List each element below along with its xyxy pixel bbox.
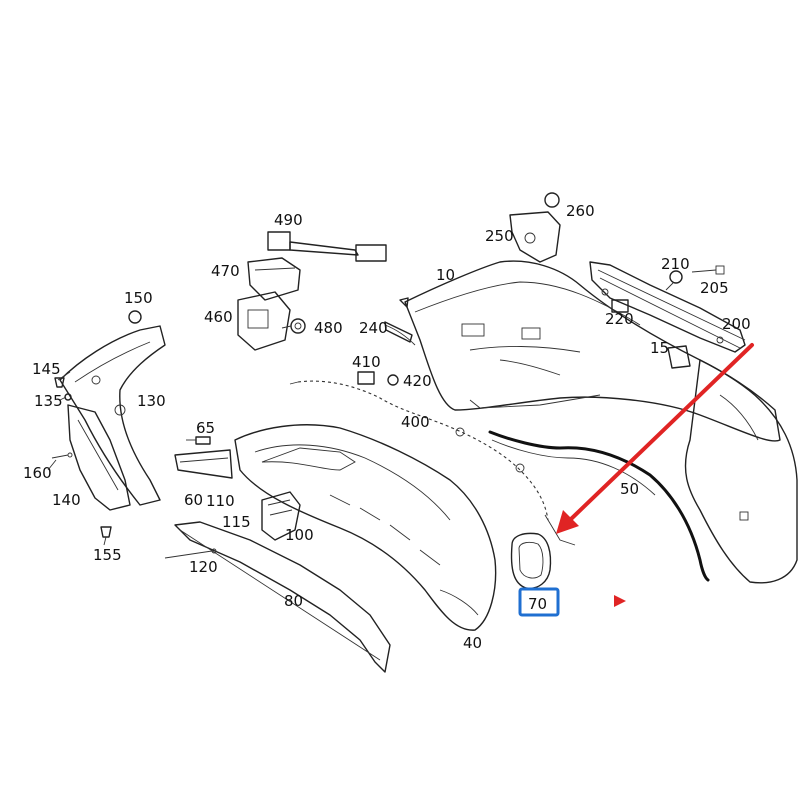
label-115: 115 — [222, 513, 251, 531]
label-220: 220 — [605, 310, 634, 328]
reflector-strip-part-240[interactable] — [384, 321, 413, 343]
side-bracket-part-130[interactable] — [59, 325, 166, 506]
screw-part-120[interactable] — [164, 548, 217, 559]
sensor-housing-part-460[interactable] — [237, 291, 291, 351]
label-65: 65 — [196, 419, 215, 437]
pointer-arrow — [556, 343, 754, 534]
label-10: 10 — [436, 266, 455, 284]
lower-trim-part-80[interactable] — [174, 521, 391, 673]
fastener-part-155[interactable] — [100, 526, 112, 538]
label-145: 145 — [32, 360, 61, 378]
label-155: 155 — [93, 546, 122, 564]
label-205: 205 — [700, 279, 729, 297]
screw-part-160[interactable] — [51, 452, 73, 459]
label-420: 420 — [403, 372, 432, 390]
clip-part-65[interactable] — [186, 436, 211, 445]
bolt-part-205[interactable] — [691, 265, 725, 275]
sensor-bracket-part-470[interactable] — [247, 257, 301, 301]
bumper-cover-part-10[interactable] — [384, 260, 781, 442]
label-260: 260 — [566, 202, 595, 220]
diffuser-part-40[interactable] — [234, 424, 497, 631]
reflector-part-60[interactable] — [174, 449, 233, 479]
label-160: 160 — [23, 464, 52, 482]
bracket-part-15[interactable] — [667, 345, 691, 369]
leader-lines — [47, 282, 674, 546]
label-240: 240 — [359, 319, 388, 337]
label-40: 40 — [463, 634, 482, 652]
mount-bracket-part-250[interactable] — [509, 211, 561, 263]
sensor-rod-part-490[interactable] — [267, 231, 387, 262]
side-support-part-140[interactable] — [67, 404, 131, 511]
tailpipe-trim-part-70[interactable] — [510, 532, 552, 589]
label-480: 480 — [314, 319, 343, 337]
label-50: 50 — [620, 480, 639, 498]
label-135: 135 — [34, 392, 63, 410]
grommet-part-420[interactable] — [387, 374, 399, 386]
label-110: 110 — [206, 492, 235, 510]
label-70: 70 — [528, 595, 547, 613]
label-140: 140 — [52, 491, 81, 509]
fastener-part-150[interactable] — [128, 310, 142, 324]
label-400: 400 — [401, 413, 430, 431]
clip-part-260[interactable] — [544, 192, 560, 208]
label-15: 15 — [650, 339, 669, 357]
label-130: 130 — [137, 392, 166, 410]
bumper-side-panel[interactable] — [684, 359, 798, 584]
washer-part-210[interactable] — [669, 270, 683, 284]
bracket-part-220[interactable] — [611, 299, 629, 313]
trim-strip-part-50[interactable] — [488, 430, 710, 582]
label-250: 250 — [485, 227, 514, 245]
label-120: 120 — [189, 558, 218, 576]
wiring-harness-part-400[interactable] — [289, 380, 576, 546]
highlight-box — [518, 587, 560, 617]
label-60: 60 — [184, 491, 203, 509]
red-marker-icon — [614, 595, 626, 607]
connector-part-410[interactable] — [357, 371, 375, 385]
reinforcement-bar-part-200[interactable] — [589, 261, 746, 353]
label-490: 490 — [274, 211, 303, 229]
label-200: 200 — [722, 315, 751, 333]
label-410: 410 — [352, 353, 381, 371]
label-460: 460 — [204, 308, 233, 326]
label-210: 210 — [661, 255, 690, 273]
bracket-part-100[interactable] — [261, 491, 301, 541]
label-150: 150 — [124, 289, 153, 307]
label-80: 80 — [284, 592, 303, 610]
label-470: 470 — [211, 262, 240, 280]
sensor-part-480[interactable] — [290, 318, 306, 334]
label-100: 100 — [285, 526, 314, 544]
